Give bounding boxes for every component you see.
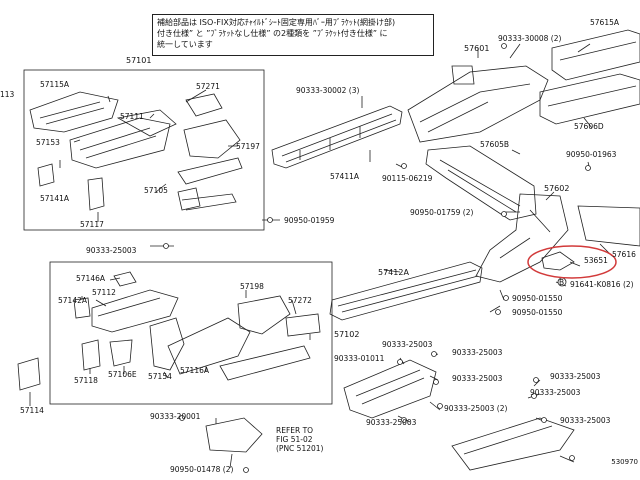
label-57602: 57602 — [544, 184, 570, 193]
group-box-57102 — [49, 261, 333, 405]
label-57115A: 57115A — [40, 80, 69, 89]
label-113: 113 — [0, 90, 15, 99]
label-90333-30008: 90333-30008 (2) — [498, 34, 562, 43]
label-53651: 53651 — [584, 256, 608, 265]
part-57615A — [551, 29, 640, 81]
label-90333-25003-f: 90333-25003 — [366, 418, 417, 427]
part-57197 — [183, 119, 241, 159]
label-57154: 57154 — [148, 372, 172, 381]
label-90333-25003-g: 90333-25003 — [550, 372, 601, 381]
part-57112 — [91, 289, 179, 333]
label-57271: 57271 — [196, 82, 220, 91]
label-57615A: 57615A — [590, 18, 619, 27]
reference-text: REFER TO FIG 51-02 (PNC 51201) — [276, 426, 324, 453]
label-57105: 57105 — [144, 186, 168, 195]
label-57116A: 57116A — [180, 366, 209, 375]
diagram-number: 530970 — [611, 458, 638, 466]
part-57605B — [425, 145, 537, 221]
label-57197: 57197 — [236, 142, 260, 151]
label-90115-06219: 90115-06219 — [382, 174, 433, 183]
label-57411A: 57411A — [330, 172, 359, 181]
part-57154 — [149, 317, 185, 371]
part-57601 — [407, 65, 549, 143]
label-90333-20001: 90333-20001 — [150, 412, 201, 421]
part-57153 — [69, 117, 171, 169]
part-floor-ref — [205, 417, 263, 453]
label-90333-25003-c: 90333-25003 — [452, 348, 503, 357]
label-57605B: 57605B — [480, 140, 510, 149]
label-57142A: 57142A — [58, 296, 87, 305]
part-57146A — [113, 271, 137, 287]
group-box-57101 — [23, 69, 265, 231]
label-57112: 57112 — [92, 288, 116, 297]
label-90333-25003-d: 90333-25003 — [452, 374, 503, 383]
label-90333-01011: 90333-01011 — [334, 354, 385, 363]
label-57111: 57111 — [120, 112, 144, 121]
part-57616 — [577, 205, 640, 247]
part-57271 — [185, 93, 223, 117]
label-57146A: 57146A — [76, 274, 105, 283]
label-90950-01963: 90950-01963 — [566, 150, 617, 159]
part-57117 — [87, 177, 105, 211]
label-57412A: 57412A — [378, 268, 409, 277]
label-57153: 57153 — [36, 138, 60, 147]
label-91641-K0816: 91641-K0816 (2) — [570, 280, 634, 289]
label-B: B — [559, 278, 565, 287]
label-90333-25003-i: 90333-25003 — [560, 416, 611, 425]
part-57116A — [167, 317, 251, 375]
label-57141A: 57141A — [40, 194, 69, 203]
part-57198 — [237, 295, 291, 335]
label-90333-25003-h: 90333-25003 — [530, 388, 581, 397]
part-57412A — [329, 261, 483, 321]
highlight-53651 — [527, 245, 617, 279]
label-57606D: 57606D — [574, 122, 604, 131]
label-57101: 57101 — [126, 56, 152, 65]
part-53651 — [541, 251, 575, 271]
part-57142A — [73, 297, 91, 319]
label-90333-30002: 90333-30002 (3) — [296, 86, 360, 95]
label-90950-01959: 90950-01959 — [284, 216, 335, 225]
label-57272: 57272 — [288, 296, 312, 305]
part-rear-rail — [451, 417, 575, 471]
label-57117: 57117 — [80, 220, 104, 229]
label-90950-01759: 90950-01759 (2) — [410, 208, 474, 217]
label-57198: 57198 — [240, 282, 264, 291]
part-57606D — [539, 73, 640, 125]
part-57114 — [17, 357, 41, 391]
label-90950-01478: 90950-01478 (2) — [170, 465, 234, 474]
note-box: 補給部品は ISO-FIX対応ﾁｬｲﾙﾄﾞｼｰﾄ固定専用ﾊﾞｰ用ﾌﾞﾗｹｯﾄ(網… — [152, 14, 434, 56]
part-57106E — [109, 339, 133, 367]
part-57602 — [475, 193, 569, 283]
part-57115A — [29, 91, 119, 133]
part-57197b — [177, 157, 243, 185]
label-57114: 57114 — [20, 406, 44, 415]
part-57105 — [177, 187, 201, 211]
label-57102: 57102 — [334, 330, 360, 339]
part-57411A — [271, 105, 403, 169]
label-90333-25003-b: 90333-25003 — [382, 340, 433, 349]
label-57118: 57118 — [74, 376, 98, 385]
label-57616: 57616 — [612, 250, 636, 259]
label-90950-01550-a: 90950-01550 — [512, 294, 563, 303]
label-90950-01550-b: 90950-01550 — [512, 308, 563, 317]
label-57106E: 57106E — [108, 370, 137, 379]
part-rear-crossmember — [343, 359, 437, 419]
label-57601: 57601 — [464, 44, 490, 53]
label-90333-25003-a: 90333-25003 — [86, 246, 137, 255]
part-57116A-rail — [219, 345, 311, 381]
part-57272 — [285, 313, 321, 337]
label-90333-25003-e: 90333-25003 (2) — [444, 404, 508, 413]
part-57141A — [37, 163, 55, 187]
part-57111 — [116, 109, 177, 137]
part-57118 — [81, 339, 101, 371]
